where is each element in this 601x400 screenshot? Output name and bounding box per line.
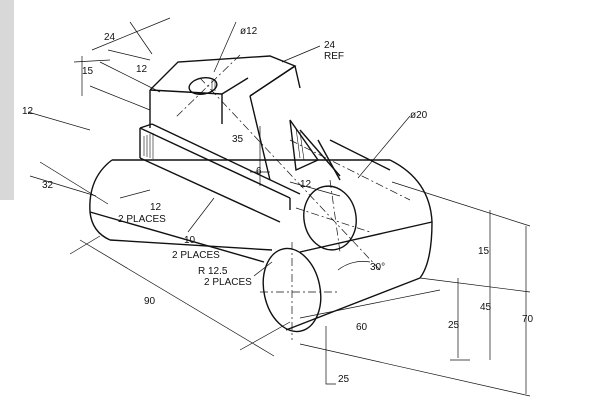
dim-r125: R 12.5 [198,266,228,277]
dim-60: 60 [356,322,368,333]
dimension-lines [27,17,531,397]
dim-25-right: 25 [448,320,460,331]
dim-10: 10 [184,235,196,246]
dim-2places-b: 2 PLACES [172,250,220,261]
upright-block [149,55,301,181]
dim-2places-c: 2 PLACES [204,277,252,288]
dim-25-bottom: 25 [338,374,350,385]
left-rail [139,123,301,223]
center-lines [174,54,411,340]
dim-90: 90 [144,296,156,307]
dim-6: 6 [256,166,262,177]
slot-notch [289,119,391,181]
dim-35: 35 [232,134,244,145]
dim-12-top: 12 [136,64,148,75]
base-slab [89,159,433,333]
dim-2places-a: 2 PLACES [118,214,166,225]
dim-70: 70 [522,314,534,325]
dim-45: 45 [480,302,492,313]
dim-ref-label: REF [324,51,344,62]
dim-hole-small: ø12 [240,26,258,37]
dim-30deg: 30° [370,262,385,273]
large-hole [303,185,357,251]
dim-12-slot: 12 [300,179,312,190]
dim-12-places: 12 [150,202,162,213]
scan-edge-artifact [0,0,14,200]
small-hole [188,77,218,95]
dim-12-left: 12 [22,106,34,117]
dim-15-left: 15 [82,66,94,77]
dim-24-ref: 24 [324,40,336,51]
dim-24-top: 24 [104,32,116,43]
dim-hole-large: ø20 [410,110,428,121]
dim-15-right: 15 [478,246,490,257]
dim-32: 32 [42,180,54,191]
